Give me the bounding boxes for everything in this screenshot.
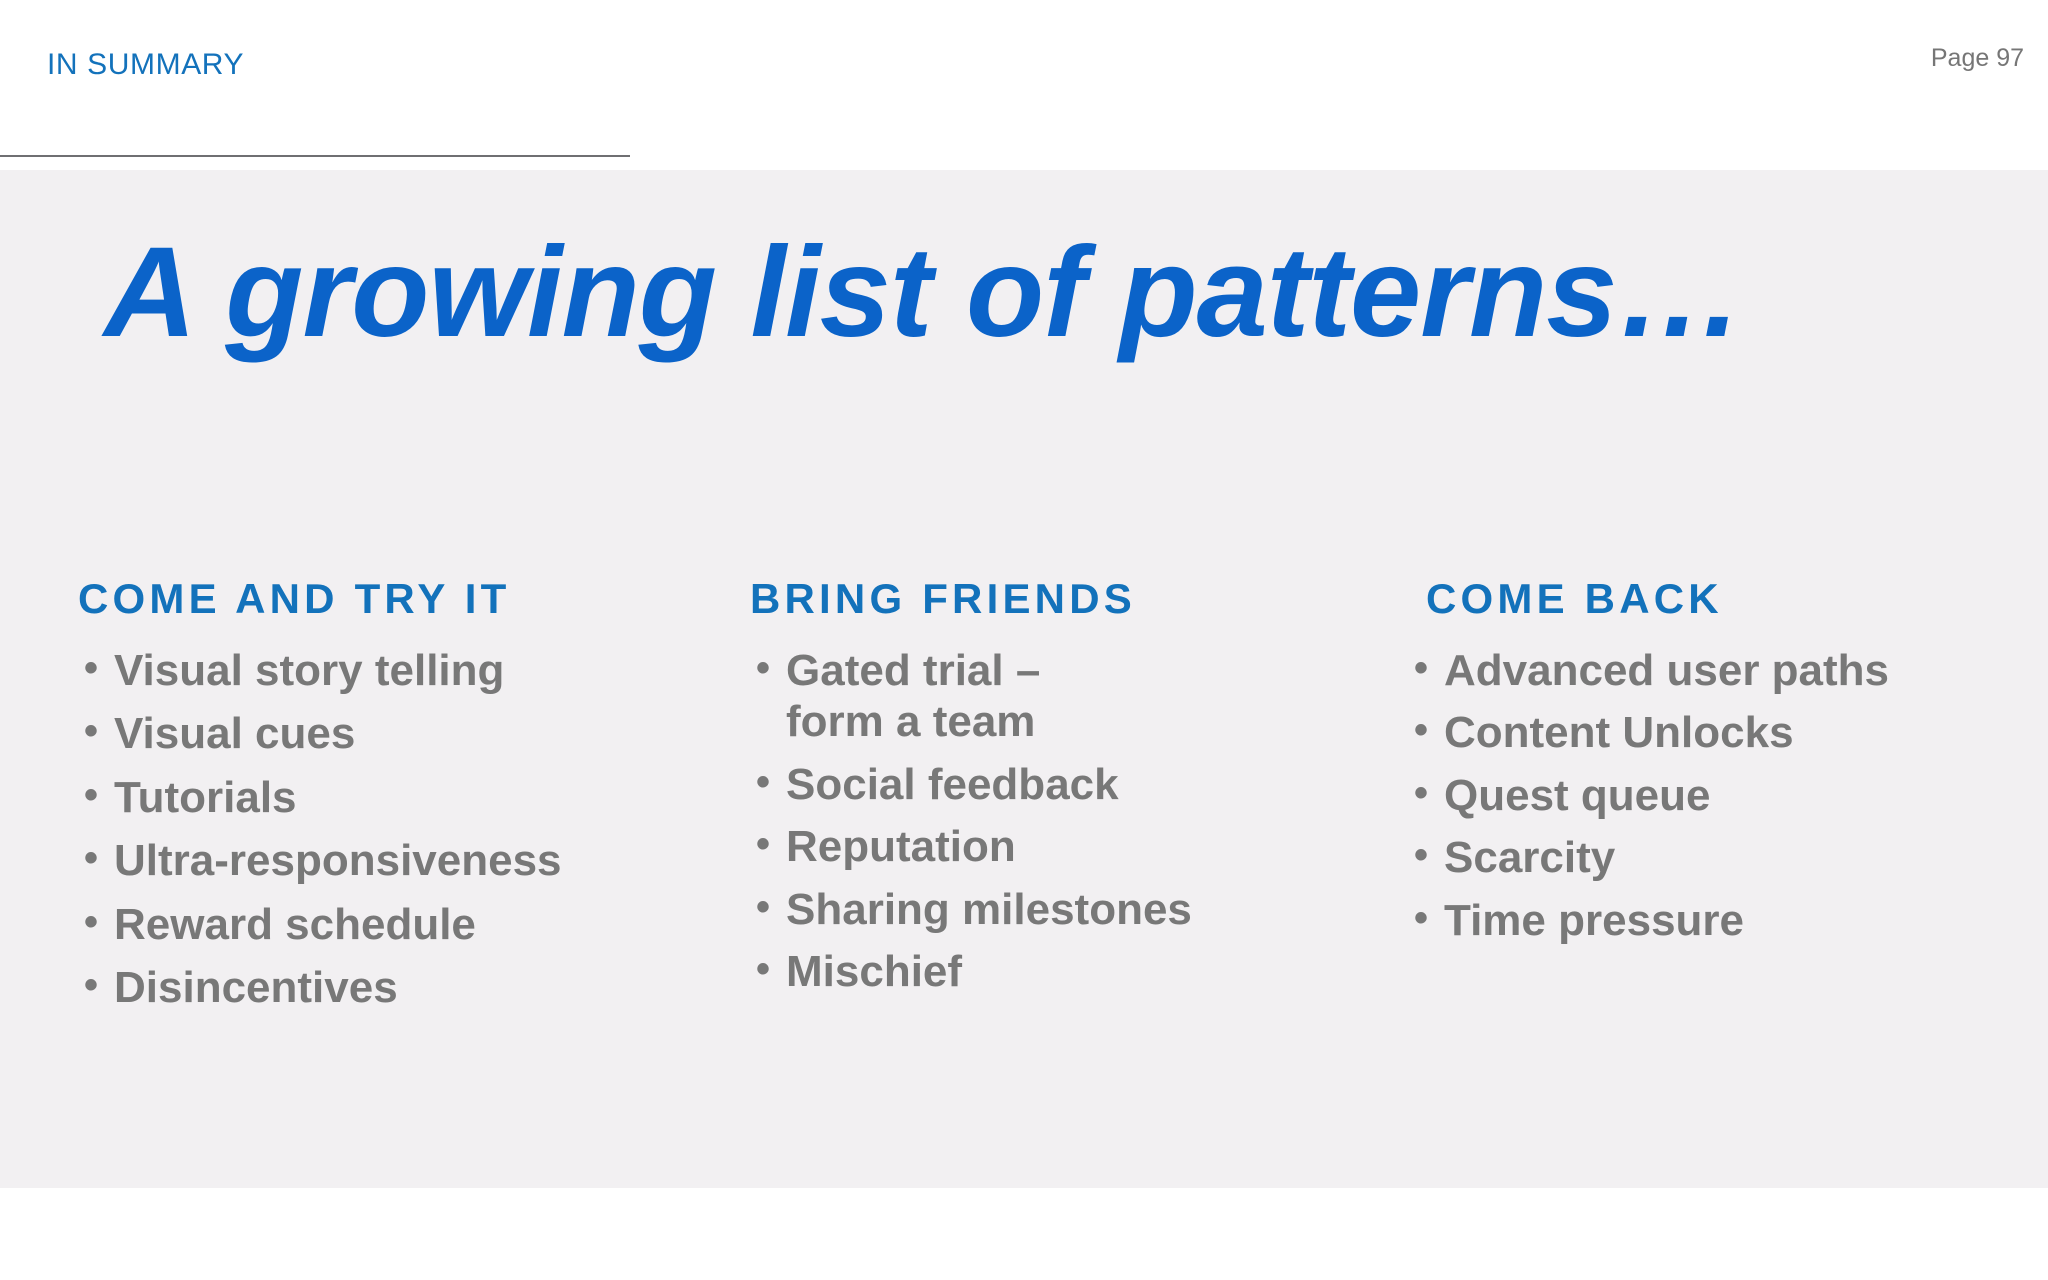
list-item: • Sharing milestones	[750, 884, 1346, 935]
page-title: A growing list of patterns…	[104, 221, 1744, 364]
page-number: Page 97	[1930, 44, 2024, 72]
list-item-label: Tutorials	[114, 772, 297, 822]
list-item: • Reward schedule	[78, 899, 674, 950]
bullet-icon: •	[84, 963, 99, 1008]
list-item: • Reputation	[750, 821, 1346, 872]
list-item: • Visual cues	[78, 708, 674, 759]
bullet-icon: •	[84, 772, 99, 817]
column-come-back: COME BACK • Advanced user paths • Conten…	[1390, 575, 2048, 957]
column-heading: BRING FRIENDS	[750, 575, 1136, 622]
list-item: • Visual story telling	[78, 645, 674, 696]
slide-header: IN SUMMARY Page 97	[0, 0, 2048, 170]
list-item-label: Social feedback	[786, 759, 1119, 809]
bullet-icon: •	[1414, 770, 1429, 815]
list-item-label: Mischief	[786, 947, 963, 997]
column-come-and-try-it: COME AND TRY IT • Visual story telling •…	[0, 575, 740, 1026]
header-divider	[0, 155, 630, 157]
list-item-label: Gated trial – form a team	[786, 646, 1041, 747]
bullet-icon: •	[84, 709, 99, 754]
list-item-label: Visual story telling	[114, 646, 505, 695]
bullet-icon: •	[756, 884, 771, 929]
section-eyebrow: IN SUMMARY	[47, 48, 245, 81]
pattern-columns: COME AND TRY IT • Visual story telling •…	[0, 575, 2048, 1026]
bullet-icon: •	[1414, 708, 1429, 753]
list-item-label: Quest queue	[1444, 770, 1711, 820]
list-item-label: Visual cues	[114, 709, 356, 759]
list-item: • Mischief	[750, 946, 1346, 997]
list-item-label: Reputation	[786, 822, 1016, 872]
slide-body-panel: A growing list of patterns… COME AND TRY…	[0, 170, 2048, 1188]
bullet-icon: •	[84, 899, 99, 944]
list-item: • Ultra-responsiveness	[78, 835, 674, 886]
list-item-label: Scarcity	[1444, 833, 1616, 883]
list-item-label: Advanced user paths	[1444, 646, 1890, 695]
column-list: • Visual story telling • Visual cues • T…	[78, 645, 740, 1014]
bullet-icon: •	[1414, 646, 1429, 690]
bullet-icon: •	[756, 947, 771, 992]
column-list: • Gated trial – form a team • Social fee…	[750, 645, 1390, 998]
bullet-icon: •	[84, 836, 99, 881]
bullet-icon: •	[1414, 833, 1429, 878]
list-item: • Quest queue	[1408, 770, 2004, 821]
bullet-icon: •	[1414, 895, 1429, 940]
column-heading: COME BACK	[1426, 575, 1723, 622]
list-item: • Time pressure	[1408, 895, 2004, 946]
column-heading: COME AND TRY IT	[78, 575, 511, 622]
list-item-label: Content Unlocks	[1444, 708, 1794, 758]
list-item: • Advanced user paths	[1408, 645, 2004, 696]
list-item: • Scarcity	[1408, 832, 2004, 883]
bullet-icon: •	[756, 646, 771, 690]
bullet-icon: •	[84, 646, 99, 690]
list-item-label: Time pressure	[1444, 895, 1745, 945]
list-item-label: Sharing milestones	[786, 884, 1192, 934]
list-item: • Social feedback	[750, 759, 1346, 810]
list-item-label: Reward schedule	[114, 899, 476, 949]
bullet-icon: •	[756, 759, 771, 804]
list-item: • Disincentives	[78, 962, 674, 1013]
list-item: • Tutorials	[78, 772, 674, 823]
column-bring-friends: BRING FRIENDS • Gated trial – form a tea…	[740, 575, 1390, 1009]
list-item: • Content Unlocks	[1408, 707, 2004, 758]
column-list: • Advanced user paths • Content Unlocks …	[1408, 645, 2048, 946]
list-item: • Gated trial – form a team	[750, 645, 1086, 748]
list-item-label: Disincentives	[114, 963, 398, 1013]
list-item-label: Ultra-responsiveness	[114, 836, 562, 886]
bullet-icon: •	[756, 822, 771, 867]
